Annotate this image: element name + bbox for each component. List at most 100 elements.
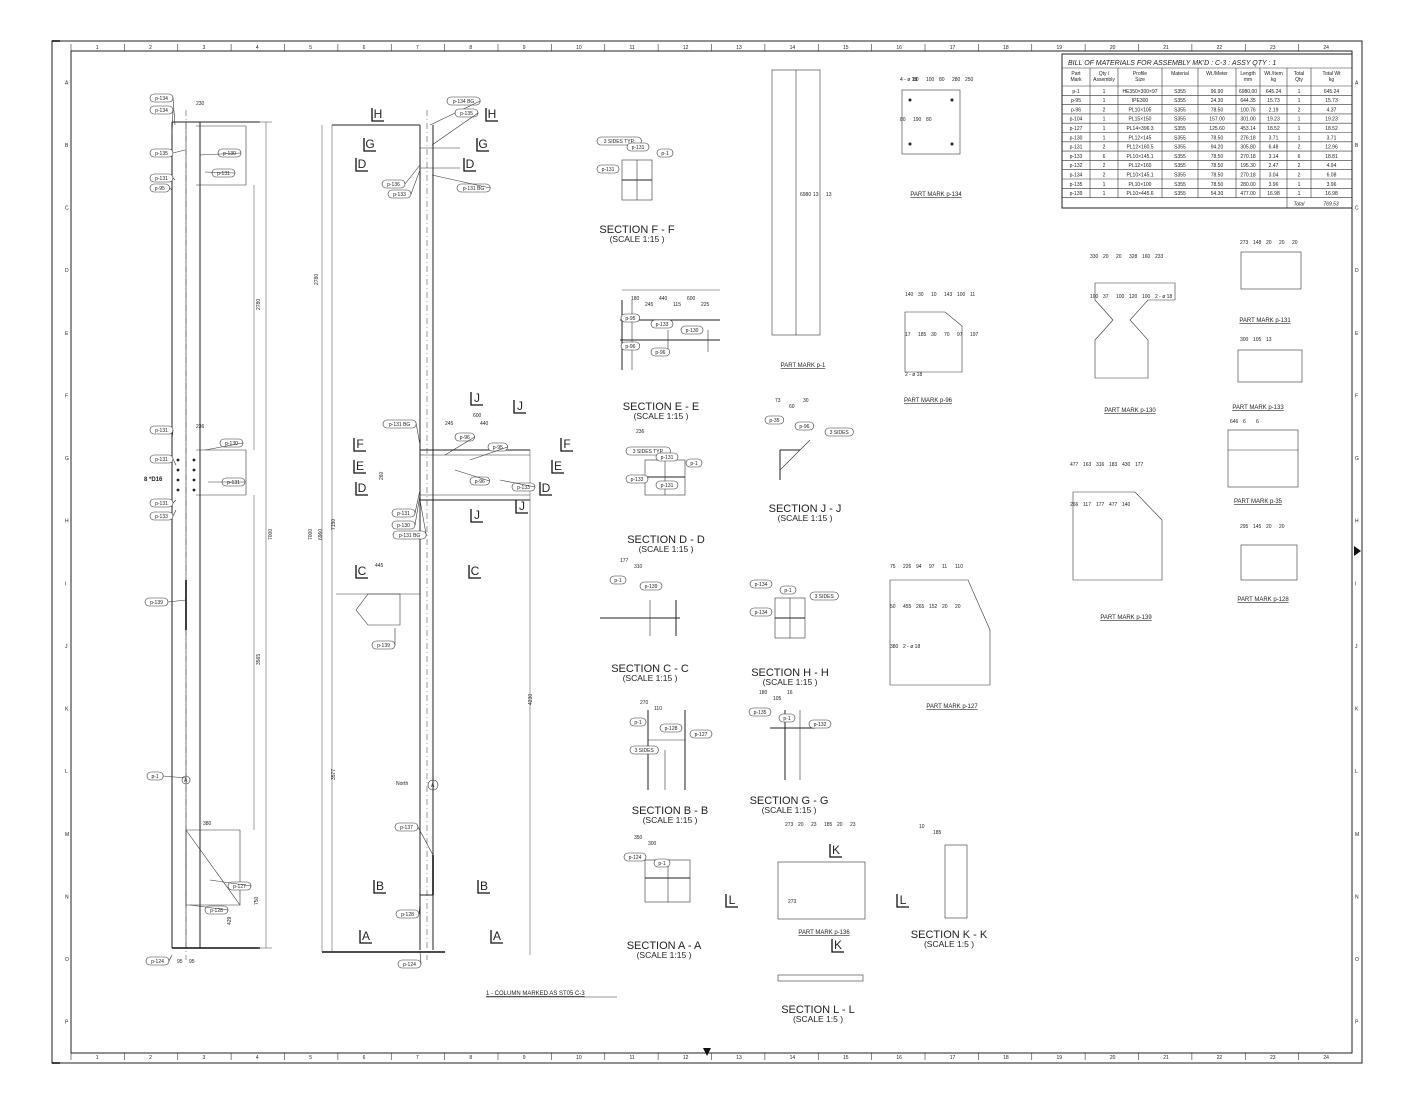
part-tag	[680, 325, 704, 335]
column-number: 20	[1110, 45, 1116, 51]
dim-label: 177	[1135, 462, 1144, 468]
bom-cell: 6	[1103, 154, 1106, 160]
bom-cell: 301.00	[1240, 117, 1256, 123]
dim-label: 190	[913, 117, 922, 123]
column-number: 8	[469, 45, 472, 51]
bom-cell: PL10×145.1	[1126, 173, 1153, 179]
section-letter: A	[362, 929, 370, 943]
bom-cell: 78.50	[1211, 107, 1224, 113]
column-number: 22	[1217, 45, 1223, 51]
bom-cell: 305.80	[1240, 145, 1256, 151]
bom-cell: 3.96	[1327, 182, 1337, 188]
bolt-hole	[176, 488, 180, 492]
section-title: SECTION D - D	[627, 534, 705, 546]
part-tag-label: 3 SIDES TYP.	[633, 449, 664, 455]
bom-cell: S355	[1174, 173, 1186, 179]
bom-cell: 644.35	[1240, 98, 1256, 104]
part-tag	[655, 480, 679, 490]
column-number: 12	[683, 1055, 689, 1061]
dim-label: 316	[1096, 462, 1105, 468]
column-number: 18	[1003, 1055, 1009, 1061]
bom-total-value: 769.53	[1323, 202, 1339, 208]
dim-label: 440	[480, 421, 489, 427]
bom-cell: p-133	[1070, 154, 1083, 160]
grid-label: A	[431, 783, 435, 789]
dim-label: 140	[1122, 502, 1131, 508]
column-number: 18	[1003, 45, 1009, 51]
part-p-130	[1094, 282, 1176, 379]
dim-label: 105	[773, 696, 782, 702]
dim-label: 250	[965, 77, 974, 83]
dim-label: 226	[903, 564, 912, 570]
bom-cell: 78.50	[1211, 173, 1224, 179]
part-tag	[623, 852, 647, 862]
dim-label: 273	[788, 899, 797, 905]
section-h-h	[774, 597, 806, 639]
dim-label: 180	[631, 296, 640, 302]
section-cut-marker	[490, 930, 503, 944]
bom-cell: 453.14	[1240, 126, 1256, 132]
row-letter: O	[65, 957, 69, 963]
section-cut-marker	[470, 392, 483, 406]
bolt-hole	[192, 478, 196, 482]
column-number: 10	[576, 1055, 582, 1061]
dim-label: 430	[1122, 462, 1131, 468]
section-cut-marker	[371, 108, 384, 122]
dim-label: 94	[916, 564, 922, 570]
dim-label: 2780	[314, 274, 320, 285]
bom-cell: 78.50	[1211, 154, 1224, 160]
row-letter: C	[65, 206, 69, 212]
dim-label: 20	[1279, 524, 1285, 530]
part-mark-label: PART MARK p-1	[781, 363, 826, 369]
section-title: SECTION C - C	[611, 663, 689, 675]
part-tag-label: 3 SIDES	[815, 594, 835, 600]
bom-cell: p-104	[1070, 117, 1083, 123]
part-tag	[764, 415, 785, 425]
bom-cell: 24.30	[1211, 98, 1224, 104]
bom-header: Qty /Assembly	[1093, 71, 1115, 83]
part-p-139	[1072, 491, 1163, 581]
bolt-hole	[192, 458, 196, 462]
bom-cell: PL12×145	[1129, 135, 1152, 141]
section-title: SECTION L - L	[781, 1004, 855, 1016]
column-number: 23	[1270, 45, 1276, 51]
section-letter: F	[356, 437, 363, 451]
section-scale: (SCALE 1:15 )	[639, 544, 694, 554]
part-tag	[626, 142, 650, 152]
part-tag-label: p-131	[602, 167, 615, 173]
section-cut-marker	[476, 138, 489, 152]
section-letter: D	[358, 481, 367, 495]
dim-label: 11	[942, 564, 947, 570]
dim-label: 750	[254, 896, 260, 905]
part-tag-label: p-131	[632, 145, 645, 151]
part-p-133	[1237, 349, 1303, 383]
dim-label: 185	[824, 822, 833, 828]
column-number: 13	[736, 45, 742, 51]
dim-label: 6	[1256, 419, 1259, 425]
dim-label: 6960	[318, 529, 324, 540]
bom-cell: p-139	[1070, 191, 1083, 197]
bom-cell: 15.73	[1325, 98, 1338, 104]
dim-label: 100	[926, 77, 935, 83]
column-number: 10	[576, 45, 582, 51]
part-tag-label: p-136	[387, 182, 400, 188]
part-tag-label: p-134	[755, 582, 768, 588]
part-tag-label: p-124	[629, 855, 642, 861]
section-letter: D	[358, 157, 367, 171]
part-tag-label: p-96	[625, 344, 635, 350]
part-tag-label: p-96	[475, 479, 485, 485]
dim-label: 50	[890, 604, 896, 610]
bolt-hole	[176, 468, 180, 472]
part-tag-label: p-131 BG	[389, 422, 411, 428]
part-tag-label: p-95	[155, 186, 165, 192]
column-number: 12	[683, 45, 689, 51]
row-letter: P	[65, 1020, 69, 1026]
bom-cell: S355	[1174, 117, 1186, 123]
dim-label: 180	[759, 690, 768, 696]
part-mark-label: PART MARK p-131	[1239, 318, 1291, 324]
part-p-1	[771, 69, 821, 336]
dim-label: 455	[903, 604, 912, 610]
dim-label: 600	[473, 413, 482, 419]
